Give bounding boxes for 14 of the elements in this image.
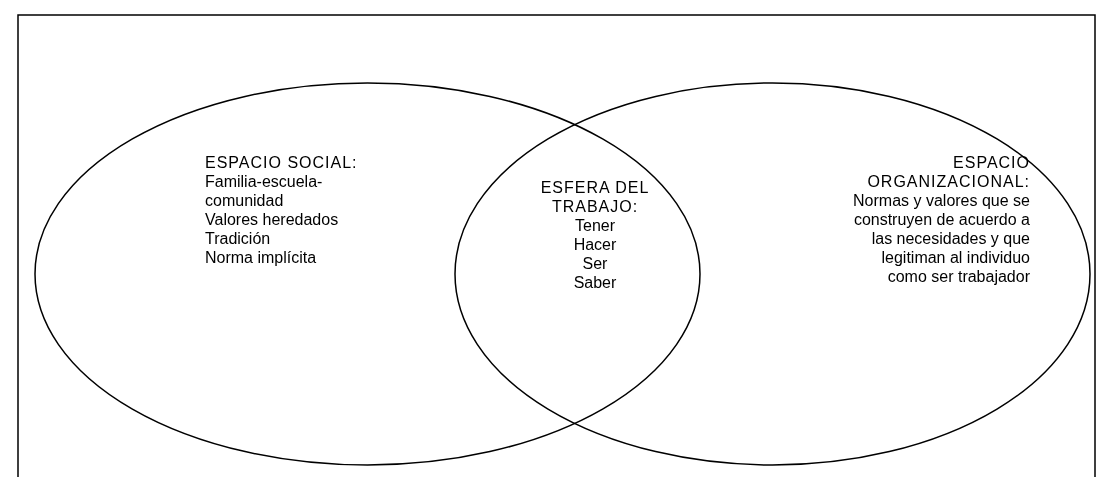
region-heading: ESPACIO ORGANIZACIONAL: (866, 153, 1030, 191)
region-heading: ESFERA DEL TRABAJO: (539, 178, 651, 216)
list-item: Ser (581, 254, 609, 273)
list-item: Tradición (205, 229, 272, 248)
venn-ellipse (35, 83, 700, 465)
list-item: Hacer (572, 235, 618, 254)
region-description: Normas y valores que se construyen de acuerdo a las necesidades y que legitiman al individuo como ser trabajador (852, 191, 1030, 286)
list-item: Norma implícita (205, 248, 318, 267)
list-item: Valores heredados (205, 210, 340, 229)
list-item: Saber (572, 273, 618, 292)
list-item: Tener (574, 216, 616, 235)
list-item: Familia-escuela-comunidad (205, 172, 324, 210)
venn-ellipse (455, 83, 1090, 465)
region-heading: ESPACIO SOCIAL: (205, 153, 359, 172)
